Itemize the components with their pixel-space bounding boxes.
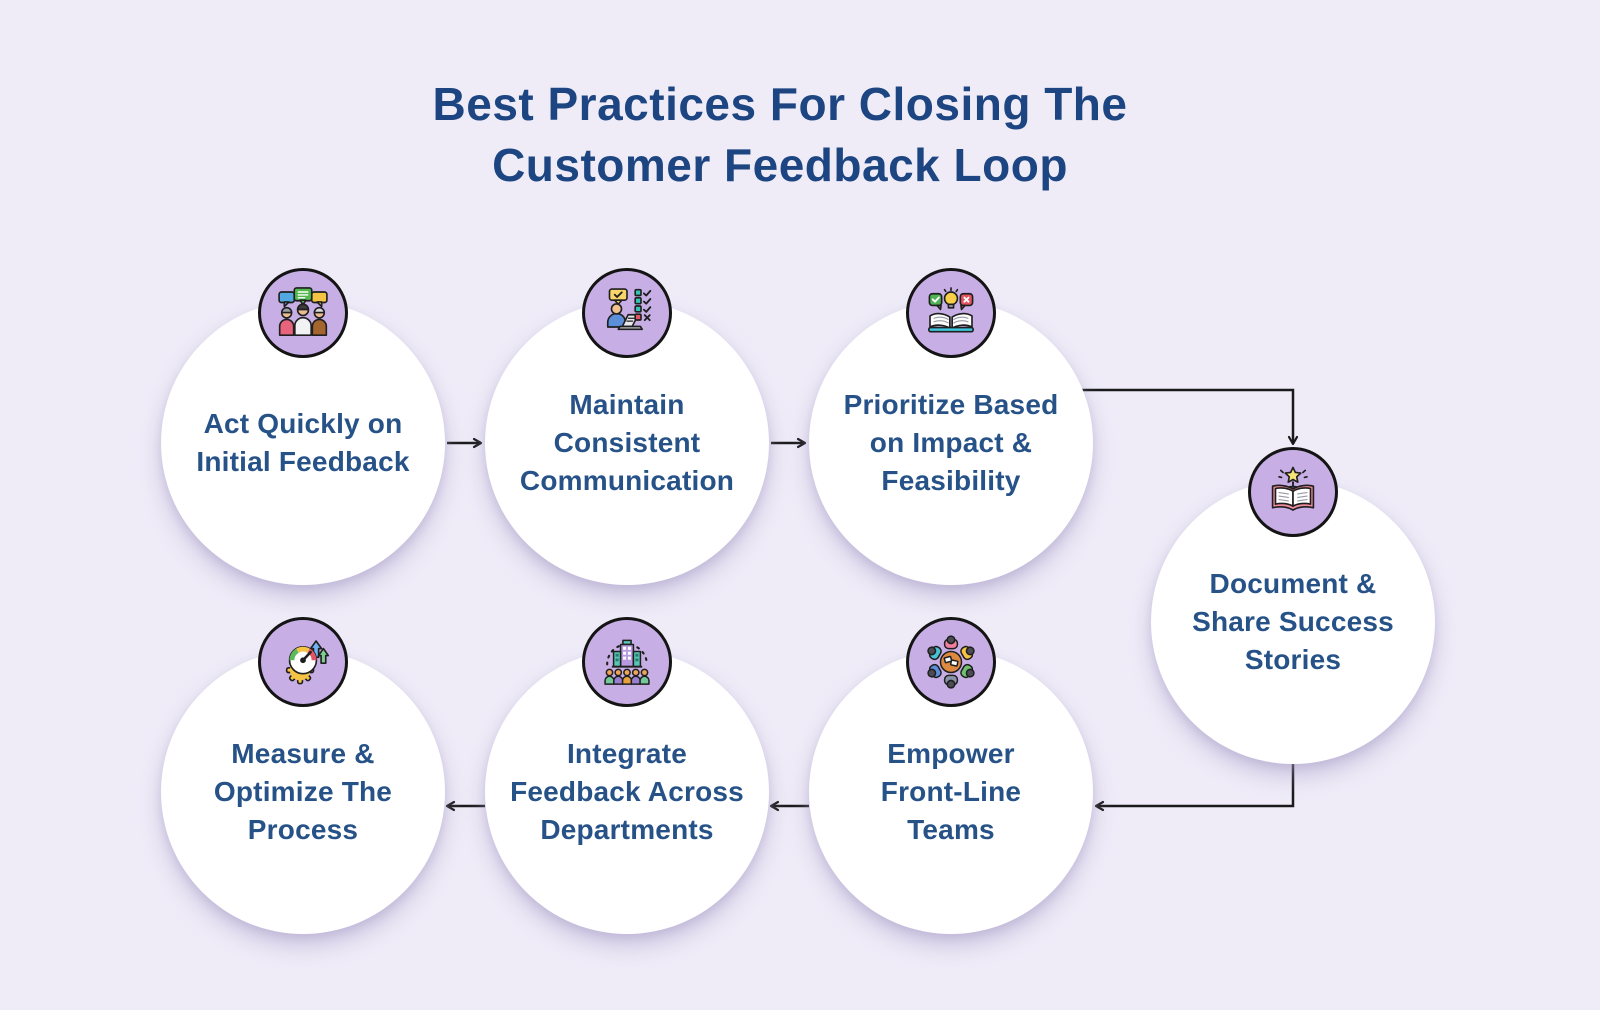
people-discussion-icon [258, 268, 348, 358]
team-roundtable-icon [906, 617, 996, 707]
page-title: Best Practices For Closing The Customer … [432, 78, 1128, 191]
node-maintain-communication: Maintain Consistent Communication [485, 268, 769, 585]
node-measure-optimize: Measure & Optimize The Process [161, 617, 445, 934]
node-act-quickly: Act Quickly on Initial Feedback [161, 268, 445, 585]
node-circle: Act Quickly on Initial Feedback [161, 301, 445, 585]
connector-4-5 [1094, 762, 1295, 812]
node-label: Integrate Feedback Across Departments [510, 737, 744, 846]
node-integrate-feedback: Integrate Feedback Across Departments [485, 617, 769, 934]
node-label: Measure & Optimize The Process [213, 737, 393, 846]
connector-3-4 [1082, 388, 1299, 446]
gauge-gear-icon [258, 617, 348, 707]
organization-building-icon [582, 617, 672, 707]
node-label: Prioritize Based on Impact & Feasibility [843, 388, 1059, 497]
node-label: Maintain Consistent Communication [519, 388, 735, 497]
book-star-icon [1248, 447, 1338, 537]
node-prioritize: Prioritize Based on Impact & Feasibility [809, 268, 1093, 585]
node-label: Empower Front-Line Teams [880, 737, 1022, 846]
node-label: Act Quickly on Initial Feedback [196, 407, 410, 477]
book-lightbulb-icon [906, 268, 996, 358]
person-checklist-icon [582, 268, 672, 358]
node-empower-teams: Empower Front-Line Teams [809, 617, 1093, 934]
node-label: Document & Share Success Stories [1192, 567, 1394, 676]
node-document-share: Document & Share Success Stories [1151, 447, 1435, 764]
